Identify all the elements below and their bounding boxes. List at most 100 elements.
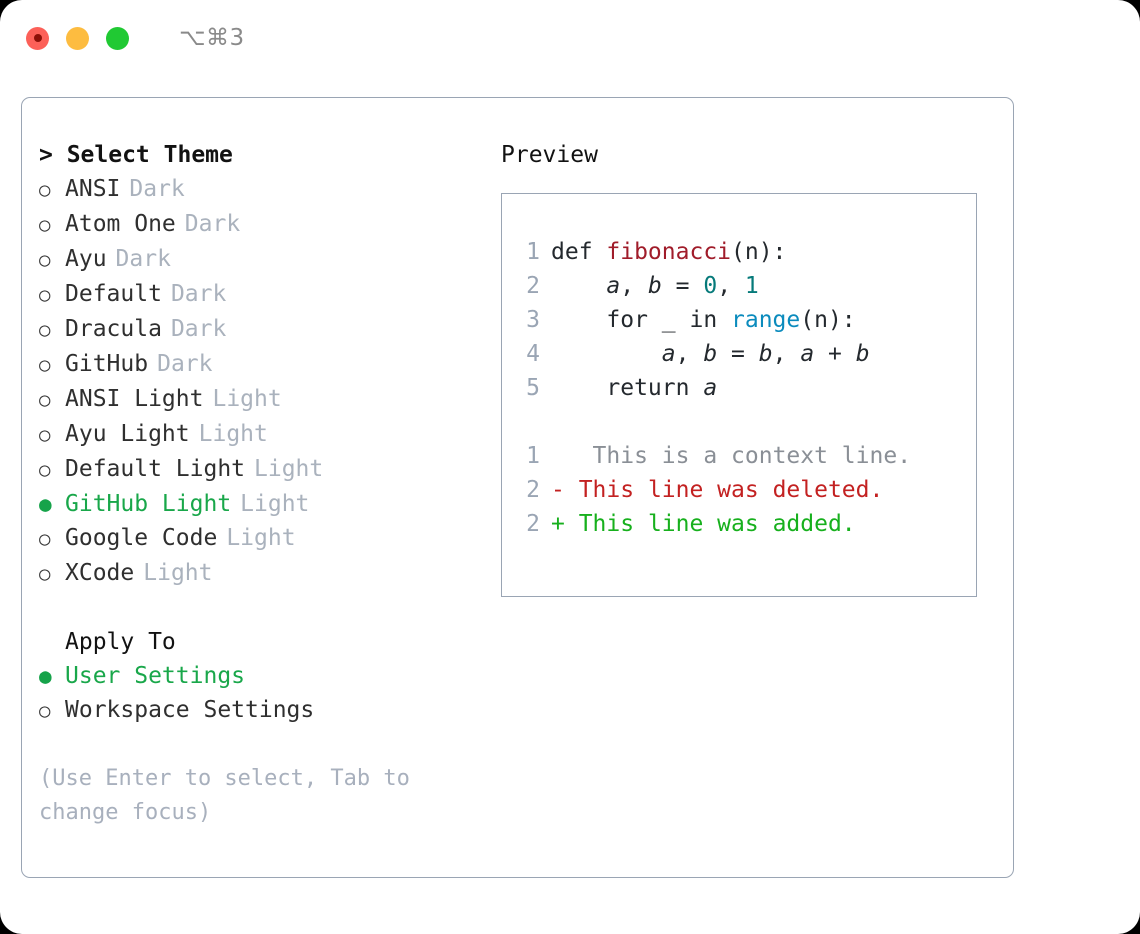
token-builtin: range: [731, 307, 801, 333]
code-line-text: a, b = 0, 1: [551, 269, 758, 303]
radio-selected-icon: ●: [39, 664, 52, 688]
page-title: > Select Theme: [39, 142, 233, 168]
line-number: 1: [526, 443, 540, 469]
code-line: 3 for _ in range(n):: [502, 303, 976, 337]
token-variable: b: [647, 273, 662, 299]
token-plain: (n):: [800, 307, 856, 333]
token-plain: def: [551, 239, 607, 265]
theme-variant-badge: Dark: [157, 351, 213, 377]
theme-option-xcode[interactable]: ○ XCode Light: [39, 556, 499, 591]
preview-spacer: [502, 405, 976, 439]
apply-to-option-user-settings[interactable]: ● User Settings: [39, 659, 499, 693]
radio-empty-icon: ○: [39, 424, 51, 446]
theme-variant-badge: Light: [143, 560, 213, 586]
token-plain: [551, 341, 662, 367]
diff-marker: [551, 439, 565, 473]
line-number: 4: [526, 341, 540, 367]
theme-name: Atom One: [65, 211, 176, 237]
radio-empty-icon: ○: [39, 214, 51, 236]
radio-empty-icon: ○: [39, 563, 51, 585]
theme-name: Ayu Light: [65, 421, 190, 447]
preview-title: Preview: [501, 142, 598, 168]
code-line-text: def fibonacci(n):: [551, 235, 786, 269]
theme-name: XCode: [65, 560, 135, 586]
theme-variant-badge: Light: [226, 525, 296, 551]
code-line: 5 return a: [502, 371, 976, 405]
token-plain: for _ in: [551, 307, 732, 333]
code-line-text: return a: [551, 371, 717, 405]
theme-name: Default Light: [65, 456, 246, 482]
list-spacer: [39, 591, 499, 625]
radio-empty-icon: ○: [39, 354, 51, 376]
apply-to-heading: Apply To: [65, 629, 176, 655]
theme-variant-badge: Dark: [170, 281, 227, 307]
diff-line-text: This is a context line.: [564, 443, 912, 469]
token-variable: b: [855, 341, 870, 367]
theme-variant-badge: Light: [240, 491, 310, 517]
line-number: 2: [526, 273, 540, 299]
token-plain: ,: [717, 273, 745, 299]
theme-name: Dracula: [65, 316, 162, 342]
token-plain: return: [551, 375, 704, 401]
code-line: 4 a, b = b, a + b: [502, 337, 976, 371]
token-plain: +: [814, 341, 856, 367]
code-line: 2 a, b = 0, 1: [502, 269, 976, 303]
token-plain: =: [717, 341, 759, 367]
token-plain: ,: [675, 341, 704, 367]
theme-name: ANSI: [65, 176, 121, 202]
theme-option-ayu-light[interactable]: ○ Ayu Light Light: [39, 417, 499, 452]
diff-line-context: 1 This is a context line.: [502, 439, 976, 473]
apply-to-label: User Settings: [65, 663, 246, 689]
theme-variant-badge: Light: [198, 421, 268, 447]
diff-marker: +: [551, 511, 565, 537]
zoom-button-icon[interactable]: [106, 26, 129, 50]
diff-line-text: This line was added.: [564, 511, 856, 537]
token-variable: a: [661, 341, 676, 367]
apply-to-list: ● User Settings ○Workspace Settings: [39, 659, 499, 728]
radio-empty-icon: ○: [39, 389, 51, 411]
radio-empty-icon: ○: [39, 249, 51, 271]
theme-variant-badge: Dark: [115, 246, 171, 272]
minimize-button-icon[interactable]: [66, 26, 89, 50]
token-variable: b: [703, 341, 718, 367]
radio-empty-icon: ○: [39, 284, 51, 306]
token-plain: [551, 273, 606, 299]
apply-to-option-workspace-settings[interactable]: ○Workspace Settings: [39, 693, 499, 728]
code-line: 1 def fibonacci(n):: [502, 235, 976, 269]
token-number: 0: [703, 273, 718, 299]
title-bar: ⌥⌘3: [0, 0, 1140, 76]
theme-variant-badge: Light: [254, 456, 324, 482]
line-number: 1: [526, 239, 540, 265]
theme-option-atom-one[interactable]: ○ Atom One Dark: [39, 207, 499, 242]
code-line-text: for _ in range(n):: [551, 303, 856, 337]
keyboard-shortcut-label: ⌥⌘3: [179, 24, 245, 51]
diff-marker: -: [551, 477, 565, 503]
theme-variant-badge: Light: [212, 386, 282, 412]
diff-sample: 1 This is a context line.2- This line wa…: [502, 439, 976, 541]
token-plain: ,: [772, 341, 801, 367]
token-variable: a: [800, 341, 815, 367]
theme-name: GitHub Light: [65, 491, 232, 517]
token-variable: b: [758, 341, 773, 367]
diff-line-text: This line was deleted.: [564, 477, 884, 503]
line-number: 2: [526, 477, 540, 503]
diff-line-delete: 2- This line was deleted.: [502, 473, 976, 507]
close-button-icon[interactable]: [26, 26, 49, 50]
line-number: 2: [526, 511, 540, 537]
theme-variant-badge: Dark: [184, 211, 241, 237]
